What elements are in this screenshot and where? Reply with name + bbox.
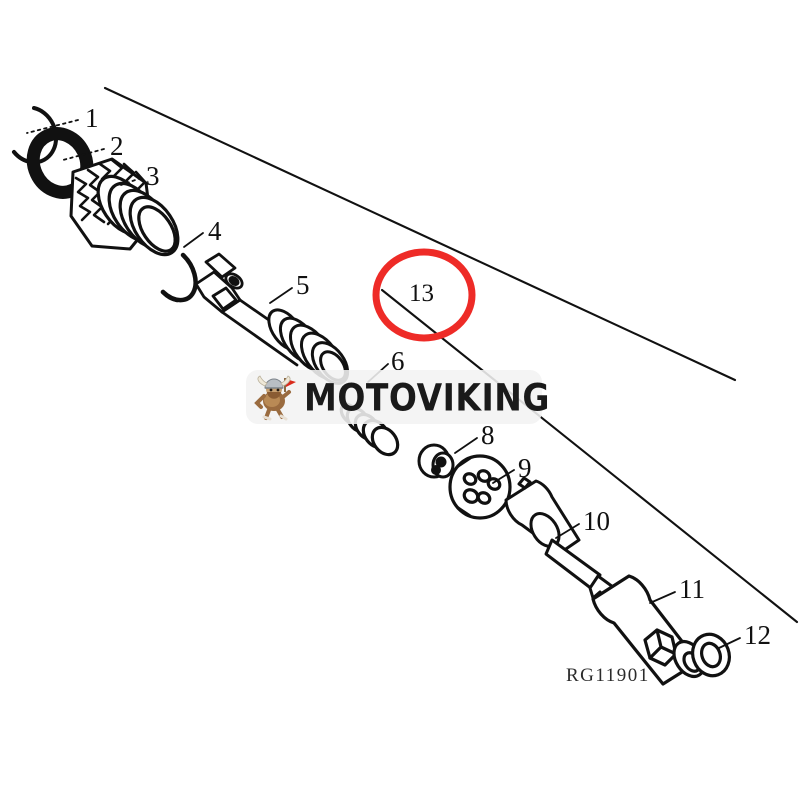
callout-label-9: 9: [518, 453, 532, 483]
callout-label-2: 2: [110, 131, 124, 161]
part-12-sealing-washer: [691, 632, 731, 678]
callout-label-3: 3: [146, 161, 160, 191]
part-8-spring-seat-spacer: [417, 443, 455, 479]
part-number-text: RG11901: [566, 665, 650, 686]
callout-leaders: [26, 119, 741, 649]
watermark-text: MOTOVIKING: [304, 375, 550, 419]
assembly-leader-lines: [103, 86, 799, 624]
callout-label-13: 13: [409, 280, 434, 307]
callout-label-10: 10: [583, 506, 610, 536]
callout-label-4: 4: [208, 216, 222, 246]
callout-label-5: 5: [296, 270, 310, 300]
callout-label-6: 6: [391, 346, 405, 376]
part-4-snap-ring: [160, 252, 198, 303]
callout-label-1: 1: [85, 103, 99, 133]
part-9-nozzle-holder-plate: [448, 454, 512, 520]
part-5-injector-body: [194, 252, 350, 385]
callout-label-8: 8: [481, 420, 495, 450]
watermark: MOTOVIKING: [246, 370, 549, 424]
part-3-knurled-cap-nut: [69, 157, 180, 257]
callout-label-11: 11: [679, 574, 705, 604]
highlight-circle-13: [372, 248, 476, 342]
callout-label-12: 12: [744, 620, 771, 650]
viking-character-logo-icon: [250, 370, 302, 422]
part-10-nozzle-needle-valve: [504, 476, 615, 601]
